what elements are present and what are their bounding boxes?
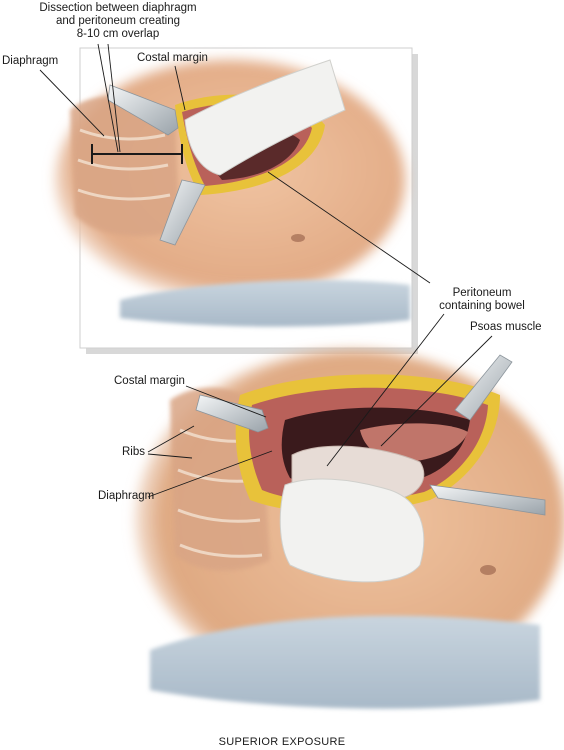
retractor-top-lower	[159, 179, 206, 246]
drape-top	[120, 280, 410, 327]
figure-caption: SUPERIOR EXPOSURE	[218, 736, 346, 748]
label-peritoneum: Peritoneum containing bowel	[427, 287, 537, 313]
leader-peritoneum-top	[267, 171, 431, 284]
retractor-bottom-right-low	[429, 484, 546, 516]
leader-ribs-a	[147, 425, 195, 453]
label-peritoneum-line-2: containing bowel	[439, 300, 525, 312]
ribcage-top	[70, 96, 180, 237]
label-peritoneum-line-1: Peritoneum	[452, 287, 512, 299]
retractor-bottom-right-top	[454, 354, 513, 421]
leader-psoas	[380, 335, 493, 447]
label-dissection-line-1: Dissection between diaphragm	[39, 2, 197, 14]
leader-diaphragm-top	[39, 69, 105, 137]
label-dissection-line-3: 8-10 cm overlap	[76, 28, 160, 40]
label-diaphragm-bottom: Diaphragm	[98, 490, 155, 502]
label-dissection-line-2: and peritoneum creating	[55, 15, 181, 27]
label-costal-margin-top: Costal margin	[137, 52, 208, 64]
label-ribs: Ribs	[122, 446, 146, 458]
leader-lines	[39, 43, 493, 498]
leader-ribs-b	[147, 453, 193, 459]
glove-hand-top	[184, 59, 346, 176]
leader-costal-bottom	[185, 385, 267, 418]
leader-diaphragm-bottom	[147, 450, 273, 498]
bottom-panel	[135, 350, 564, 709]
label-psoas-muscle: Psoas muscle	[470, 321, 542, 333]
leader-peritoneum-bottom	[326, 313, 445, 467]
leader-dissection-b	[107, 43, 121, 153]
label-costal-margin-bottom: Costal margin	[114, 375, 185, 387]
retractor-bottom-left	[195, 394, 269, 433]
glove-hand-bottom	[279, 478, 425, 583]
ribs-top	[77, 128, 171, 201]
top-panel	[55, 47, 418, 354]
leader-costal-top	[174, 65, 186, 111]
navel-bottom	[480, 565, 496, 575]
overlap-measure-bracket	[91, 144, 183, 164]
drape-bottom	[150, 615, 540, 709]
leader-dissection-a	[97, 43, 119, 153]
navel-top	[291, 234, 305, 242]
label-dissection-overlap: Dissection between diaphragm and periton…	[8, 2, 228, 41]
label-diaphragm-top: Diaphragm	[2, 55, 59, 67]
